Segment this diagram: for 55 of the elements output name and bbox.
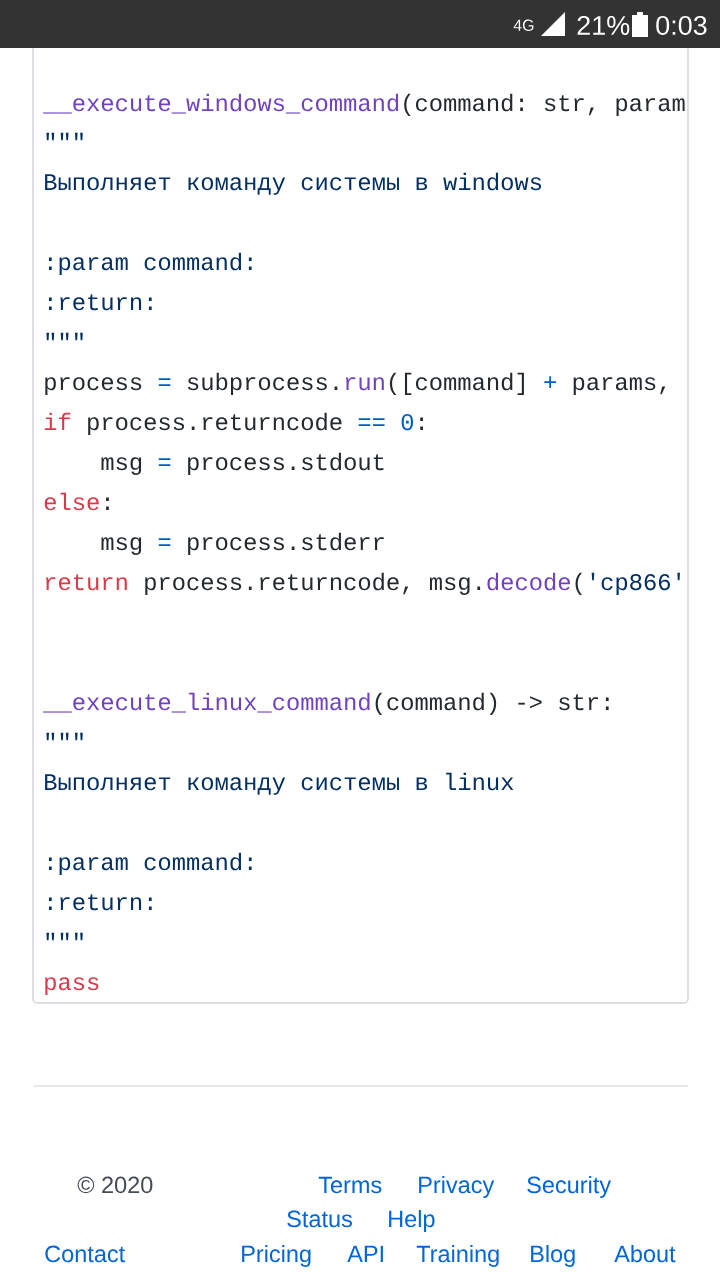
code-text: else (44, 492, 99, 511)
code-text: = (158, 538, 171, 546)
footer-link: About (614, 1245, 676, 1263)
code-text: Выполняет команду системы в windows (45, 172, 542, 195)
clock-text: 0:03 (656, 15, 707, 35)
footer-link: Training (416, 1245, 499, 1267)
code-text: 0 (401, 414, 413, 431)
code-text: msg (101, 537, 142, 555)
battery-percent-text: 21% (577, 15, 630, 35)
code-text: :param command: (48, 252, 252, 275)
code-text: :param command: (48, 852, 252, 875)
footer-link: Contact (45, 1245, 125, 1263)
code-text: """ (46, 132, 83, 141)
network-text: 4G (513, 19, 534, 31)
code-text: = (158, 378, 171, 386)
code-text: ( (575, 572, 582, 595)
code-text: Выполняет команду системы в linux (45, 772, 514, 795)
code-text: : (420, 417, 423, 430)
code-text: pass (45, 977, 99, 995)
code-text: process (45, 377, 142, 395)
code-text: subprocess. (187, 372, 338, 395)
code-text: msg (101, 457, 142, 475)
code-text: (command) -> str: (375, 692, 609, 715)
code-text: + (544, 376, 556, 388)
code-text: params, (573, 377, 666, 395)
code-text: return (46, 574, 127, 591)
code-text: __execute_windows_command (43, 93, 399, 114)
code-text: process.stdout (188, 452, 384, 475)
footer-link: Terms (318, 1176, 382, 1194)
code-text: process.returncode (88, 412, 342, 435)
code-text: """ (46, 932, 83, 941)
footer-link: Blog (531, 1245, 575, 1267)
code-text: :return: (48, 894, 152, 911)
code-text: = (158, 458, 171, 466)
footer-link: API (347, 1245, 383, 1262)
code-text: (command: str, param (404, 93, 685, 116)
code-text: : (106, 497, 109, 510)
code-text: ([command] (389, 372, 524, 395)
code-text: :return: (48, 294, 152, 311)
code-text: if (44, 412, 71, 430)
footer-link: Privacy (419, 1176, 495, 1198)
code-text: == (358, 418, 385, 426)
code-text: decode (487, 572, 570, 591)
footer-link: Status (287, 1210, 352, 1228)
code-text: """ (46, 332, 83, 341)
code-text: process.stderr (188, 532, 384, 555)
code-text: __execute_linux_command (43, 692, 370, 713)
copyright-text: © 2020 (77, 1176, 153, 1194)
footer-link: Help (389, 1210, 435, 1232)
code-text: run (345, 377, 384, 391)
code-text: """ (46, 732, 83, 741)
code-text: process.returncode, msg. (145, 572, 481, 595)
footer-link: Security (527, 1176, 612, 1198)
code-text: 'cp866' (591, 572, 680, 595)
footer-link: Pricing (242, 1245, 311, 1267)
